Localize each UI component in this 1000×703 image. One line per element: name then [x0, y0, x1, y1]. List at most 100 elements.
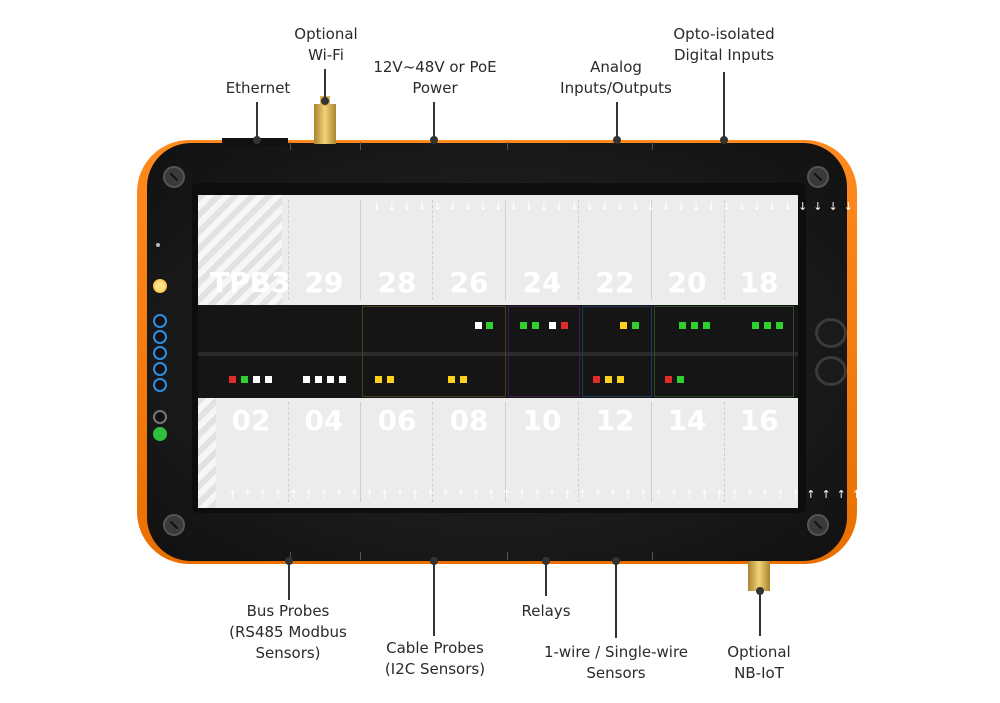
led [703, 322, 710, 329]
side-button[interactable] [153, 362, 167, 376]
callout-power: 12V~48V or PoE Power [373, 58, 497, 97]
divider [724, 200, 726, 300]
leader-line [288, 562, 290, 600]
led [677, 376, 684, 383]
notch [290, 552, 291, 560]
side-connector [815, 356, 847, 386]
leader-line [615, 562, 617, 638]
led [387, 376, 394, 383]
divider [724, 402, 726, 502]
bottom-terminal-panel [198, 398, 798, 508]
terminal-number: 14 [667, 404, 707, 437]
leader-line [324, 69, 326, 103]
side-button[interactable] [153, 346, 167, 360]
wifi-antenna [314, 104, 336, 144]
terminal-number: 20 [667, 266, 707, 299]
leader-line [256, 102, 258, 142]
nbiot-antenna [748, 561, 770, 591]
terminal-number: 10 [522, 404, 562, 437]
leader-dot [756, 587, 764, 595]
leader-line [759, 590, 761, 636]
top-terminal-panel [198, 195, 798, 305]
led [776, 322, 783, 329]
terminal-number: 28 [377, 266, 417, 299]
callout-nbiot: Optional NB-IoT [727, 643, 791, 682]
led [632, 322, 639, 329]
terminal-pins-bottom: ↑↑↑↑↑↑↑↑↑↑↑↑↑↑↑↑↑↑↑↑↑↑↑↑↑↑↑↑↑↑↑↑↑↑↑↑↑↑↑↑… [228, 488, 974, 501]
module-block [362, 306, 506, 397]
side-button[interactable] [153, 427, 167, 441]
divider [578, 200, 580, 300]
module-block [654, 306, 794, 397]
leader-line [723, 72, 725, 142]
led [339, 376, 346, 383]
corner-screw [163, 514, 185, 536]
led [327, 376, 334, 383]
led [605, 376, 612, 383]
notch [360, 142, 361, 150]
divider [432, 200, 434, 300]
notch [652, 142, 653, 150]
callout-analog: Analog Inputs/Outputs [560, 58, 672, 97]
callout-wifi: Optional Wi-Fi [294, 25, 358, 64]
leader-dot [430, 557, 438, 565]
divider [651, 402, 653, 502]
led [752, 322, 759, 329]
terminal-number: 16 [739, 404, 779, 437]
leader-dot [542, 557, 550, 565]
divider [288, 200, 290, 300]
divider [505, 402, 507, 502]
terminal-number: 29 [304, 266, 344, 299]
callout-bus-probes: Bus Probes (RS485 Modbus Sensors) [229, 602, 347, 662]
callout-opto: Opto-isolated Digital Inputs [673, 25, 775, 64]
leader-dot [720, 136, 728, 144]
led [593, 376, 600, 383]
divider [288, 402, 290, 502]
terminal-pins-top: ↓↓↓↓↓↓↓↓↓↓↓↓↓↓↓↓↓↓↓↓↓↓↓↓↓↓↓↓↓↓↓↓↓↓↓↓↓↓↓ [372, 200, 966, 213]
hatched-area-bottom [198, 398, 216, 508]
terminal-number: 06 [377, 404, 417, 437]
terminal-number: 24 [522, 266, 562, 299]
divider [578, 402, 580, 502]
module-block [508, 306, 580, 397]
led [486, 322, 493, 329]
leader-line [433, 102, 435, 142]
led [375, 376, 382, 383]
side-button[interactable] [153, 314, 167, 328]
side-button[interactable] [153, 378, 167, 392]
callout-relays: Relays [521, 602, 571, 620]
led [620, 322, 627, 329]
callout-ethernet: Ethernet [225, 79, 291, 97]
divider [432, 402, 434, 502]
leader-dot [321, 97, 329, 105]
terminal-number: 04 [304, 404, 344, 437]
leader-line [545, 562, 547, 596]
module-divider [198, 352, 798, 356]
terminal-number: 26 [449, 266, 489, 299]
divider [651, 200, 653, 300]
led [549, 322, 556, 329]
corner-screw [807, 166, 829, 188]
led [253, 376, 260, 383]
led [448, 376, 455, 383]
leader-line [433, 562, 435, 636]
led [241, 376, 248, 383]
power-led [153, 279, 167, 293]
leader-dot [430, 136, 438, 144]
side-button[interactable] [153, 330, 167, 344]
led [315, 376, 322, 383]
side-button[interactable] [153, 410, 167, 424]
led [691, 322, 698, 329]
leader-dot [253, 136, 261, 144]
notch [290, 142, 291, 150]
corner-screw [807, 514, 829, 536]
divider [505, 200, 507, 300]
callout-onewire: 1-wire / Single-wire Sensors [543, 643, 689, 682]
leader-line [616, 102, 618, 142]
divider [360, 200, 362, 300]
led [617, 376, 624, 383]
notch [652, 552, 653, 560]
led [460, 376, 467, 383]
terminal-number: TPB3 [210, 266, 291, 299]
led [229, 376, 236, 383]
